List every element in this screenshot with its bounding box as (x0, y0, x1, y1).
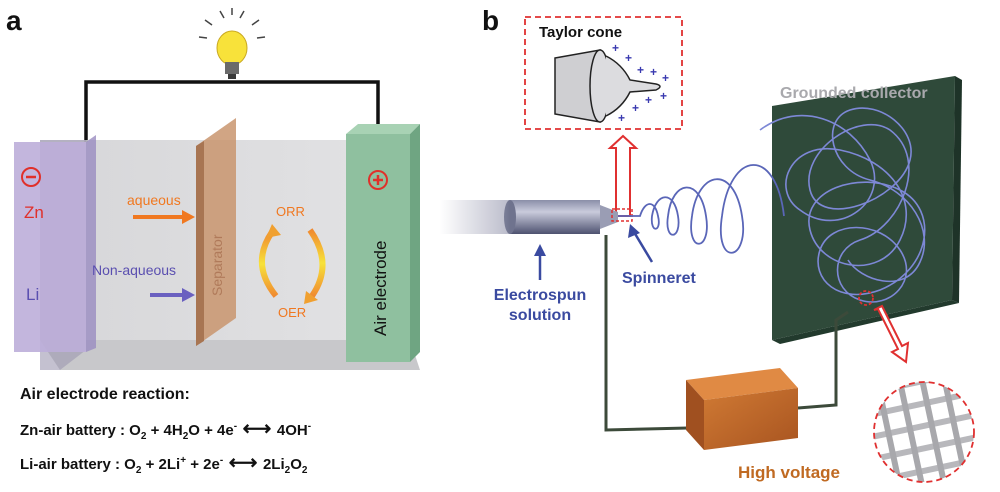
fiber-mesh-inset (873, 381, 975, 483)
hv-wire (604, 235, 689, 432)
zoom-arrow-down-icon (873, 304, 910, 364)
fiber-jet (618, 164, 785, 254)
svg-text:+: + (625, 51, 632, 65)
separator-plate (196, 118, 236, 346)
reaction-title: Air electrode reaction: (20, 386, 190, 403)
electrospun-label-line1: Electrospun (494, 287, 586, 304)
zn-air-equation: Zn-air battery : O2 + 4H2O + 4e- ⟷ 4OH- (20, 418, 312, 442)
svg-text:+: + (618, 111, 625, 125)
svg-text:+: + (660, 89, 667, 103)
svg-text:+: + (650, 65, 657, 79)
taylor-cone-drawing (554, 49, 661, 123)
li-label: Li (26, 285, 39, 304)
svg-text:+: + (612, 41, 619, 55)
electrospun-label-line2: solution (509, 307, 571, 324)
zoom-spot (858, 290, 874, 306)
light-bulb-icon (198, 8, 266, 79)
deposited-fiber (759, 107, 926, 303)
taylor-cone-label: Taylor cone (539, 24, 622, 41)
aqueous-arrow-icon (133, 210, 195, 224)
reaction-cycle-arrows-icon (258, 224, 326, 304)
non-aqueous-label: Non-aqueous (92, 262, 176, 278)
spinneret-label: Spinneret (622, 270, 696, 287)
air-electrode-label: Air electrode (371, 241, 390, 336)
separator-label: Separator (209, 234, 225, 296)
positive-terminal-icon (368, 170, 388, 190)
grounded-collector-label: Grounded collector (780, 85, 928, 102)
zn-label: Zn (24, 203, 44, 222)
zoom-arrow-up-icon (607, 134, 639, 217)
high-voltage-box (686, 368, 798, 450)
oer-label: OER (278, 305, 306, 320)
high-voltage-label: High voltage (738, 463, 840, 482)
li-air-equation: Li-air battery : O2 + 2Li+ + 2e- ⟷ 2Li2O… (20, 452, 308, 476)
spinneret-highlight (611, 208, 633, 222)
orr-label: ORR (276, 204, 305, 219)
electrospun-arrow-icon (534, 244, 546, 280)
ground-wire (797, 310, 849, 410)
svg-text:+: + (637, 63, 644, 77)
syringe-needle (440, 195, 618, 239)
non-aqueous-arrow-icon (150, 288, 195, 302)
svg-text:+: + (645, 93, 652, 107)
svg-text:+: + (632, 101, 639, 115)
negative-terminal-icon (21, 167, 41, 187)
charges: + + + + + + + + + (612, 41, 669, 125)
panel-b-label: b (482, 5, 499, 36)
svg-text:+: + (662, 71, 669, 85)
air-electrode-plate (346, 124, 420, 362)
panel-a-label: a (6, 5, 22, 36)
aqueous-label: aqueous (127, 192, 181, 208)
spinneret-arrow-icon (628, 224, 654, 263)
circuit-wire (84, 80, 380, 142)
anode-plate (14, 135, 96, 352)
